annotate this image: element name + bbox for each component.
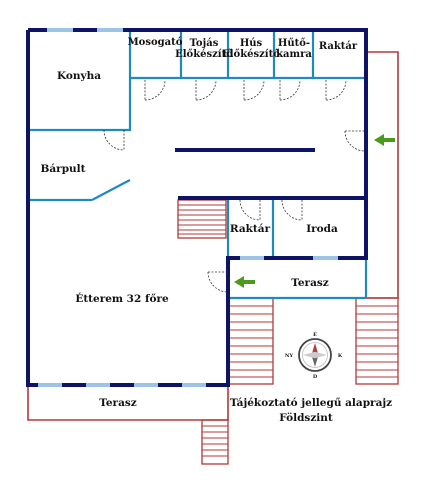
entry-arrow-terrace-icon [234,276,255,288]
stairs-inner [177,199,227,239]
stairs-left-terrace [228,297,274,385]
terrace-outlines [27,51,399,421]
entry-arrow-right-icon [374,134,395,146]
room-label-tojas-1: Tojás [190,38,219,49]
compass-west: NY [285,353,294,359]
room-label-raktar-top: Raktár [319,41,358,52]
stairs-bottom-entry [201,419,229,465]
room-label-raktar-mid: Raktár [230,223,271,235]
room-label-iroda: Iroda [306,223,338,235]
room-label-huto-1: Hűtő- [278,38,310,49]
room-label-terasz-right: Terasz [291,277,329,289]
room-label-mosogato: Mosogató [128,37,183,48]
door-swings [103,79,366,293]
compass-east: K [338,353,343,359]
terrace-bottom-border [27,385,229,421]
stairs-right-terrace [355,297,399,385]
room-label-tojas-2: Előkészítő [175,49,233,60]
room-label-huto-2: kamra [276,49,312,60]
room-label-etterem: Étterem 32 főre [75,291,169,305]
windows [38,28,338,387]
compass-south: D [313,374,318,380]
terrace-right-border [229,51,399,299]
caption-line-2: Földszint [279,412,333,424]
compass-rose-icon: É D K NY [285,330,343,380]
room-label-konyha: Konyha [57,70,101,82]
caption-line-1: Tájékoztató jellegű alaprajz [230,396,392,409]
room-label-hus-2: Előkészítő [222,49,280,60]
outer-walls [26,28,368,387]
room-label-hus-1: Hús [240,38,263,49]
room-label-barpult: Bárpult [40,163,85,175]
room-label-terasz-bottom: Terasz [99,397,137,409]
compass-north: É [313,330,317,338]
